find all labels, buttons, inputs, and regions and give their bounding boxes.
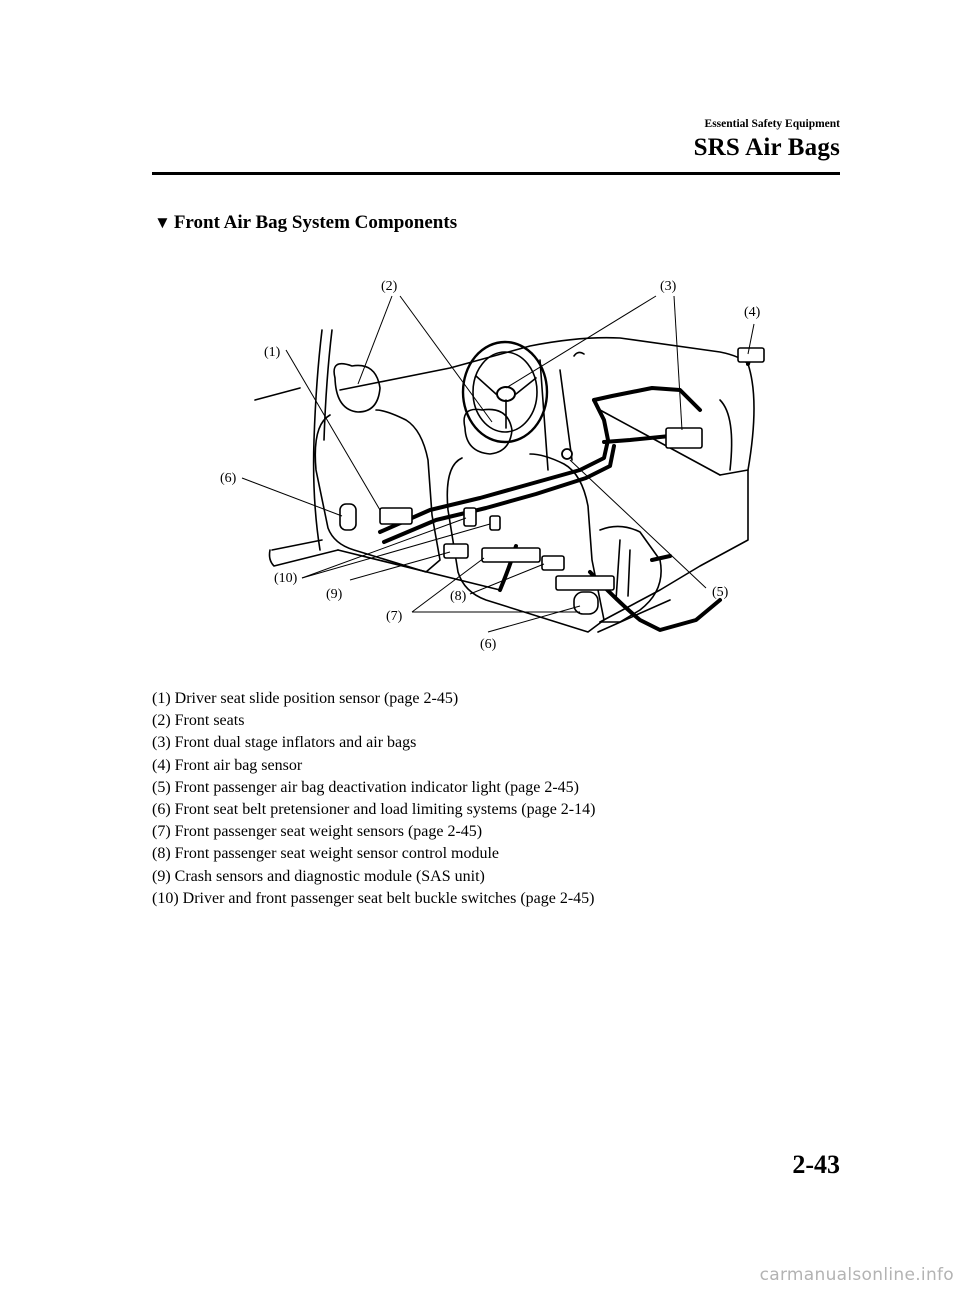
legend-item: (3) Front dual stage inflators and air b… (152, 734, 417, 752)
page-number: 2-43 (792, 1150, 840, 1179)
air-bag-components (339, 347, 765, 615)
weight-sensor-icon-front (481, 547, 541, 563)
triangle-marker-icon: ▼ (154, 213, 171, 232)
legend-item: (9) Crash sensors and diagnostic module … (152, 867, 485, 885)
callout-7: (7) (386, 609, 403, 624)
weight-sensor-control-module-icon (541, 555, 565, 571)
watermark: carmanualsonline.info (759, 1265, 954, 1285)
sas-unit-icon (443, 543, 469, 559)
callout-6-passenger: (6) (480, 637, 497, 652)
callout-8: (8) (450, 589, 467, 604)
legend-item: (6) Front seat belt pretensioner and loa… (152, 801, 596, 819)
legend-item: (10) Driver and front passenger seat bel… (152, 889, 595, 907)
legend-item: (7) Front passenger seat weight sensors … (152, 823, 483, 841)
running-header-title: SRS Air Bags (693, 134, 840, 161)
callout-10: (10) (274, 571, 298, 586)
callout-3: (3) (660, 279, 677, 294)
callout-2: (2) (381, 279, 398, 294)
leader-lines (241, 295, 755, 633)
deactivation-indicator-light-icon (561, 448, 573, 460)
header-divider (152, 172, 840, 175)
callout-labels: (1) (2) (3) (4) (5) (6) (6) (7) (8) (9) … (220, 279, 761, 652)
section-heading: ▼Front Air Bag System Components (154, 212, 457, 234)
air-bag-components-diagram: (1) (2) (3) (4) (5) (6) (6) (7) (8) (9) … (220, 279, 765, 652)
callout-1: (1) (264, 345, 281, 360)
legend-item: (4) Front air bag sensor (152, 756, 303, 774)
weight-sensor-icon-rear (555, 575, 615, 591)
legend-item: (1) Driver seat slide position sensor (p… (152, 690, 459, 707)
pretensioner-icon-passenger (573, 591, 599, 615)
legend-item: (2) Front seats (152, 712, 245, 730)
buckle-switch-icon-2 (489, 515, 501, 531)
callout-4: (4) (744, 305, 761, 320)
section-heading-text: Front Air Bag System Components (173, 212, 458, 233)
callout-9: (9) (326, 587, 343, 602)
callout-6-driver: (6) (220, 471, 237, 486)
buckle-switch-icon-1 (463, 507, 477, 527)
slide-position-sensor-icon (379, 507, 413, 525)
running-header-section: Essential Safety Equipment (704, 118, 840, 130)
pretensioner-icon-driver (339, 503, 357, 531)
passenger-air-bag-module-icon (665, 427, 703, 449)
callout-5: (5) (712, 585, 729, 600)
legend-item: (8) Front passenger seat weight sensor c… (152, 845, 500, 863)
component-legend: (1) Driver seat slide position sensor (p… (152, 688, 595, 910)
legend-item: (5) Front passenger air bag deactivation… (152, 778, 579, 796)
front-air-bag-sensor-icon (737, 347, 765, 363)
